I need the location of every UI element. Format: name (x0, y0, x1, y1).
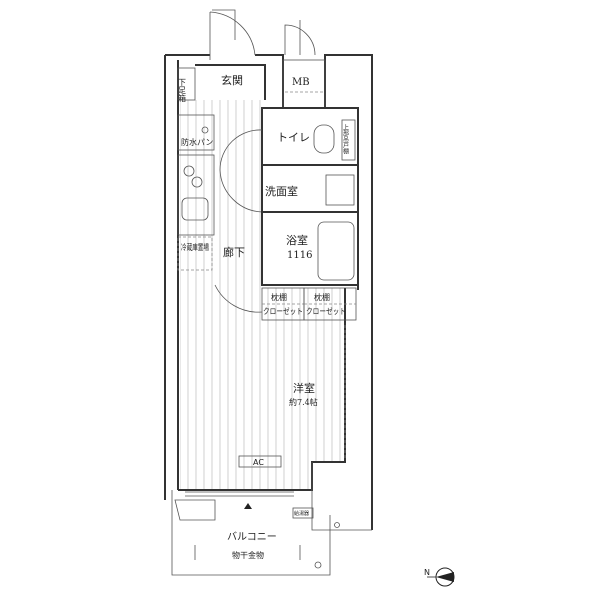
closet-shelf-label: 枕棚 (314, 292, 330, 302)
fridge-space: 冷蔵庫置場 (177, 236, 213, 271)
washbasin-icon (325, 174, 355, 206)
balcony-label: バルコニー (227, 531, 277, 543)
closet-label: クローゼット (306, 306, 346, 316)
bathroom-size: 1116 (287, 250, 312, 261)
balcony: 給湯器 バルコニー 物干金物 (171, 490, 340, 576)
meter-box-label: MB (292, 77, 310, 88)
entrance-area: 下足箱 玄関 (178, 67, 243, 103)
western-room: 洋室 約7.4帖 AC (238, 381, 318, 468)
western-room-size: 約7.4帖 (289, 397, 318, 407)
kitchen (177, 154, 215, 236)
water-heater (292, 507, 314, 519)
stove-burner-icon (183, 165, 195, 177)
closet-2[interactable]: 枕棚 クローゼット (303, 287, 357, 321)
closet-label: クローゼット (263, 306, 303, 316)
meter-box-door[interactable] (284, 20, 316, 56)
waterproof-pan: 防水パン (177, 114, 215, 151)
entrance-marker-icon (244, 503, 252, 509)
shoe-cabinet-label: 下足箱 (178, 78, 187, 103)
sink-icon (181, 197, 209, 221)
washroom-label: 洗面室 (265, 184, 298, 198)
stove-burner-icon (191, 176, 203, 188)
water-heater-label: 給湯器 (294, 510, 309, 517)
ac-label: AC (253, 458, 264, 467)
bathtub-icon (317, 221, 355, 281)
bathroom: 浴室 1116 (261, 211, 359, 286)
entrance-label: 玄関 (221, 73, 243, 87)
closet-shelf-label: 枕棚 (271, 292, 287, 302)
hallway-label: 廊下 (223, 245, 245, 259)
upper-cabinet-label: 上部吊戸棚 (342, 123, 349, 155)
laundry-hanger-label: 物干金物 (232, 550, 264, 560)
room-door[interactable] (214, 284, 263, 313)
western-room-label: 洋室 (293, 381, 315, 395)
north-label: N (424, 568, 430, 577)
bathroom-label: 浴室 (286, 233, 308, 247)
entry-door[interactable] (209, 9, 256, 60)
meter-box: MB (282, 59, 326, 109)
toilet-icon (313, 124, 335, 154)
waterproof-pan-label: 防水パン (181, 137, 213, 147)
fridge-space-label: 冷蔵庫置場 (181, 242, 209, 252)
balcony-window (185, 491, 294, 497)
air-conditioner (238, 455, 282, 468)
toilet-label: トイレ (277, 131, 310, 144)
compass-icon: N (424, 567, 455, 587)
